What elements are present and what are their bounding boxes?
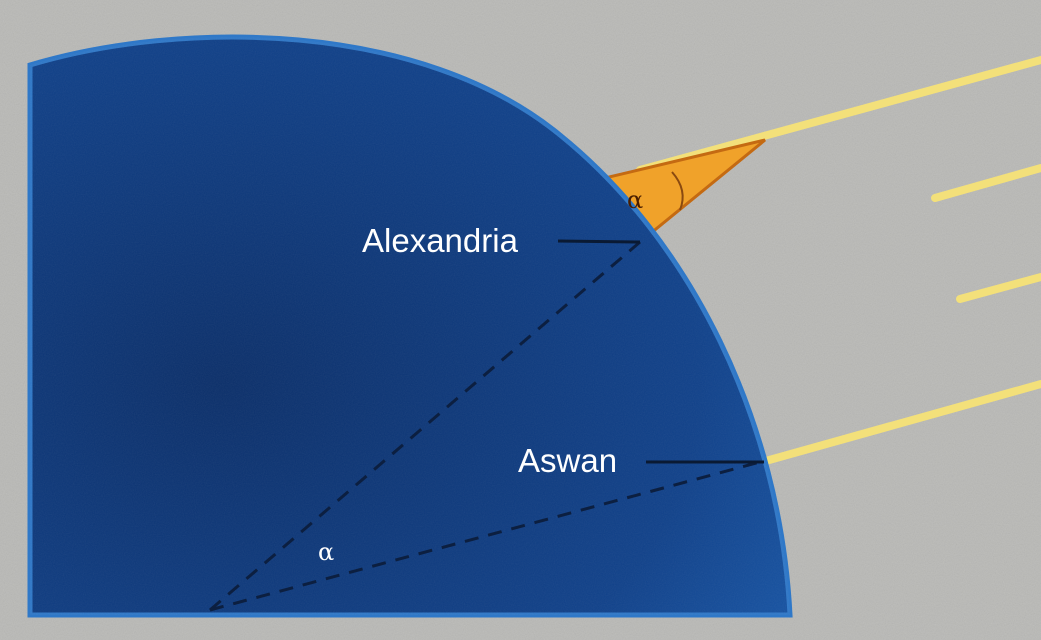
sun-rays — [636, 56, 1041, 466]
sun-ray-3 — [956, 273, 1041, 303]
shadow-angle-label: α — [627, 186, 643, 214]
earth-texture — [30, 37, 790, 615]
sun-ray-2 — [931, 164, 1041, 202]
center-angle-label: α — [318, 538, 334, 566]
shadow-angle-arc — [671, 171, 684, 211]
alexandria-label: Alexandria — [362, 222, 519, 259]
aswan-label: Aswan — [518, 442, 617, 479]
alexandria-leader — [557, 239, 641, 244]
sun-ray-aswan — [758, 380, 1041, 466]
sun-ray-top — [636, 56, 1041, 174]
